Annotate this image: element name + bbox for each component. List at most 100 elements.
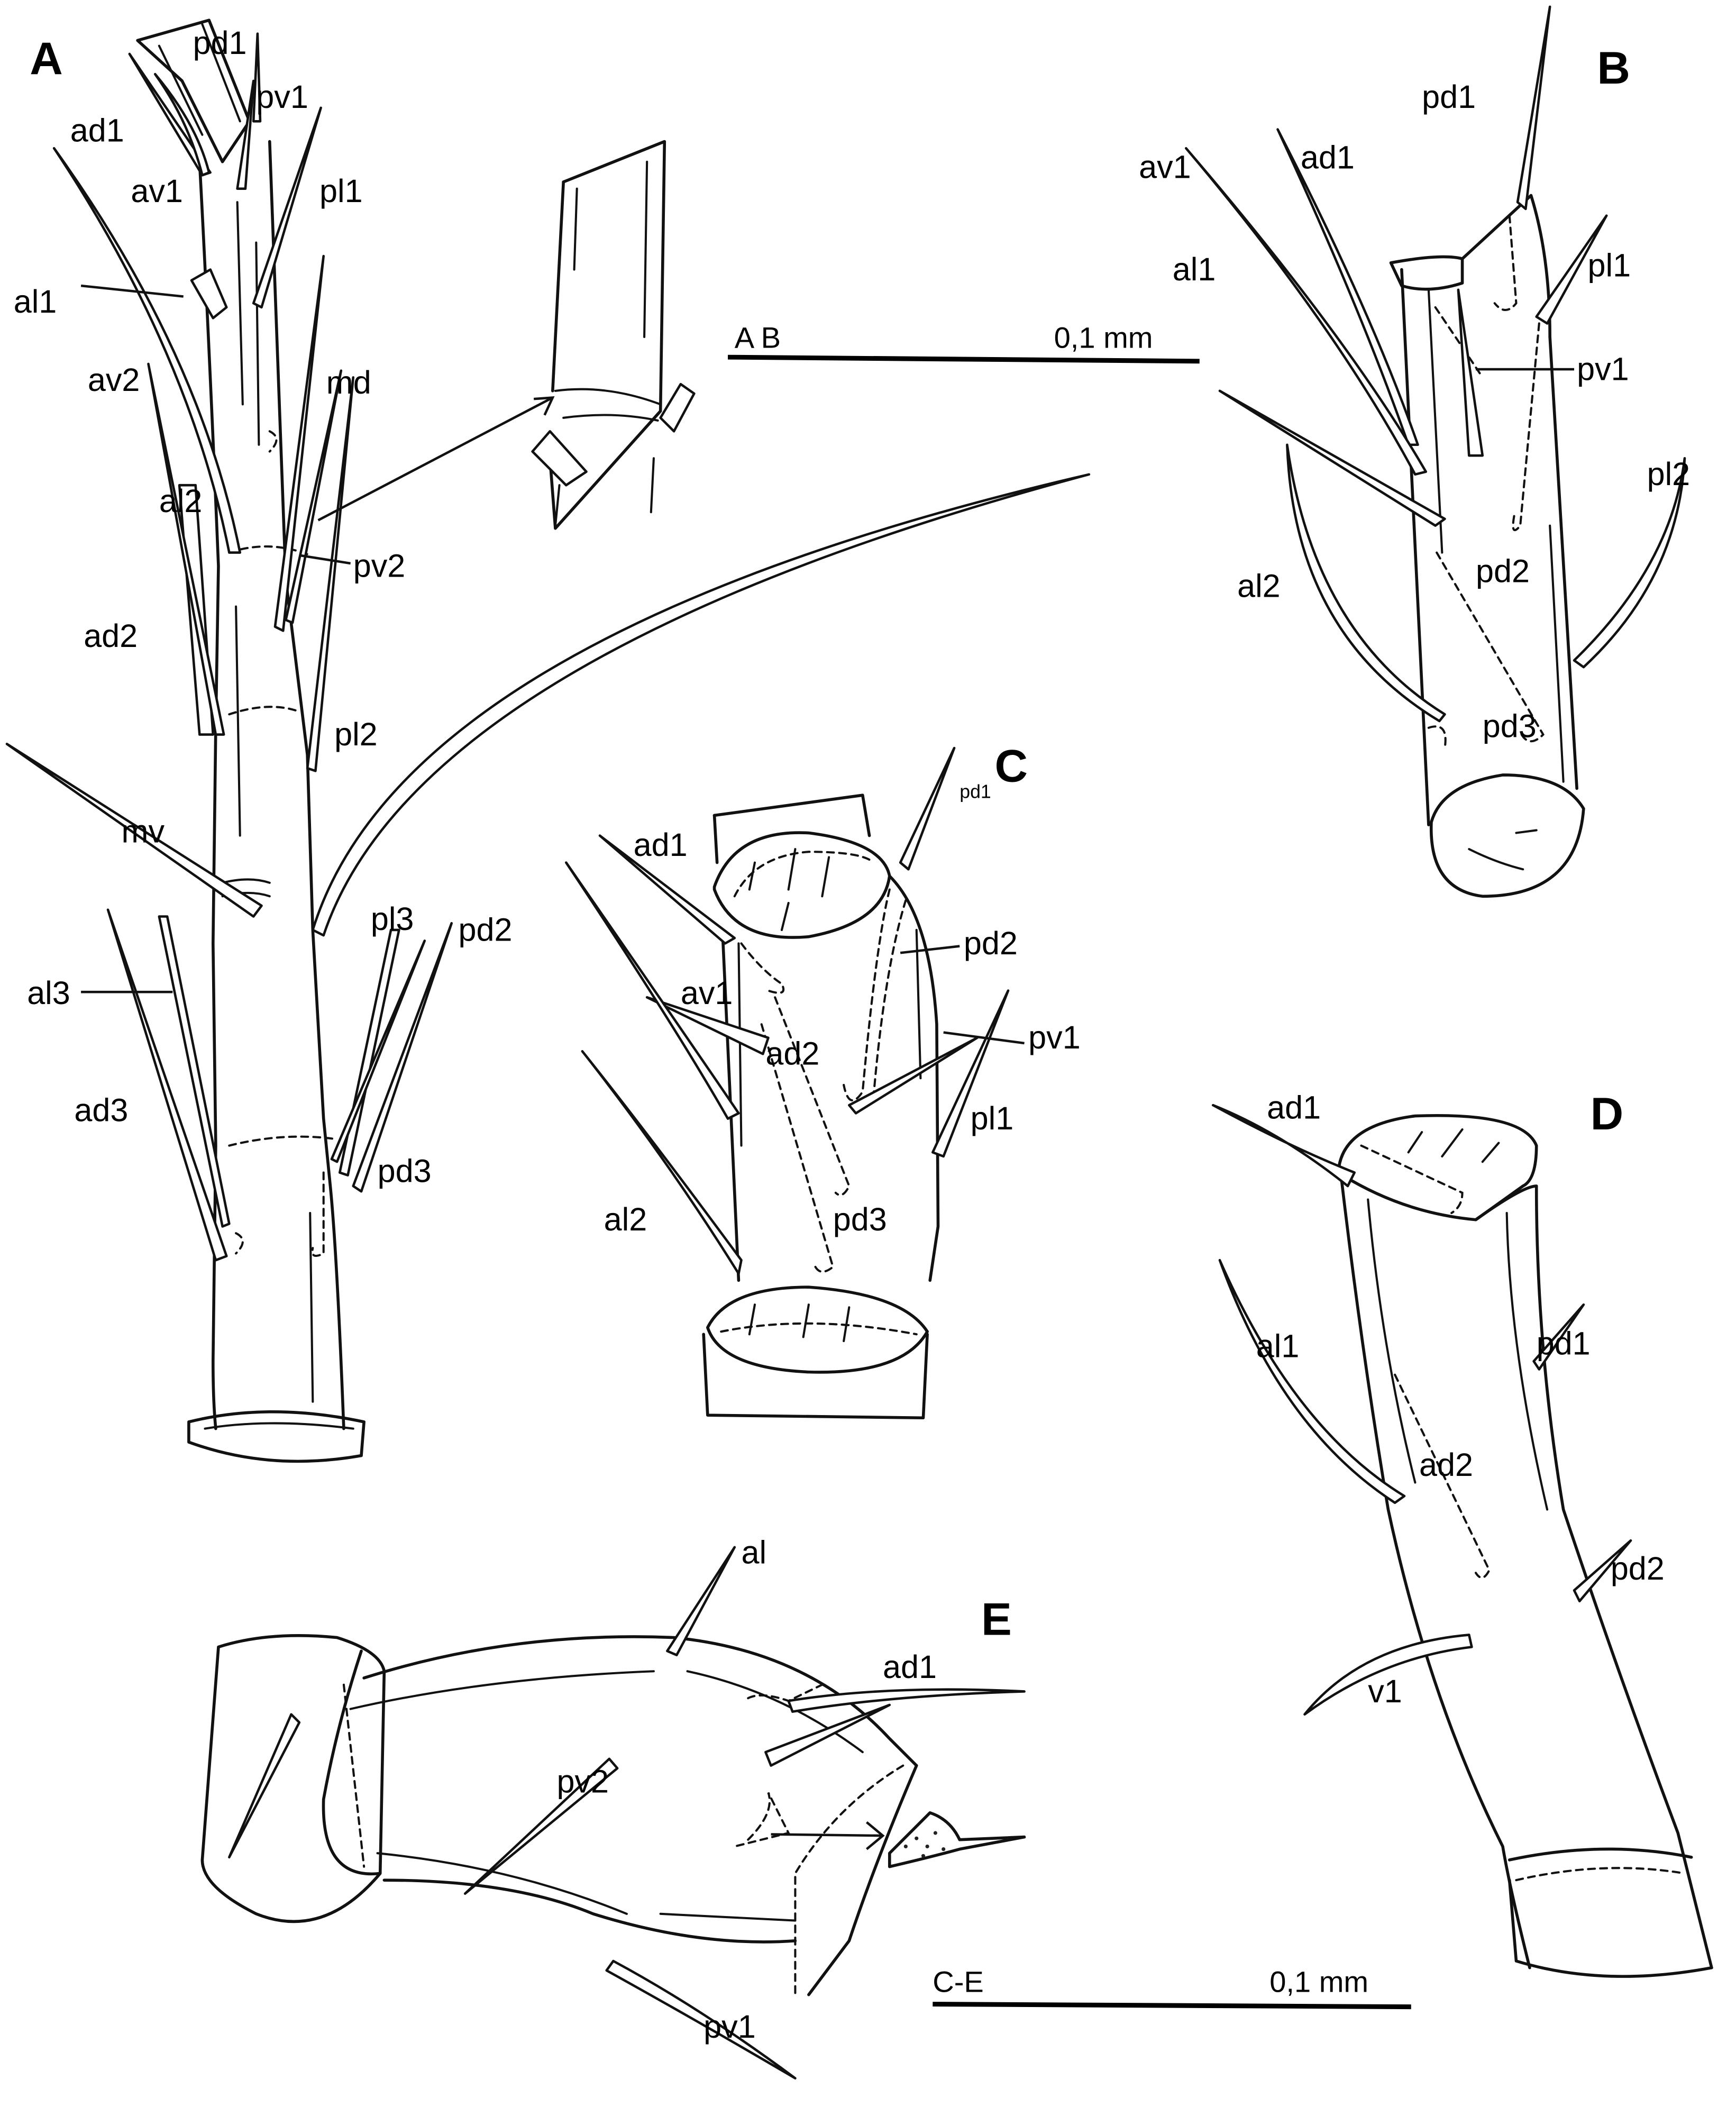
label-c-pd2: pd2 [964,925,1018,961]
setae-b [1184,5,1686,723]
spine-detail-e [771,1811,1026,1868]
seta-pv1-e [605,1959,797,2079]
label-e-ad1: ad1 [883,1649,937,1685]
label-a-al2: al2 [159,483,203,519]
label-e-al: al [742,1534,767,1570]
seta-al3-a [158,915,231,1228]
label-d-ad1: ad1 [1267,1090,1321,1126]
label-c-pd1: pd1 [960,781,991,802]
label-e-pv2: pv2 [556,1764,609,1800]
leg-shaft-a [187,140,366,1463]
seta-pv2-e [463,1757,619,1895]
label-a-ad1: ad1 [70,113,124,149]
label-a-av2: av2 [88,362,140,398]
setae-a [5,32,1091,1262]
leg-segment-b [1389,194,1585,898]
seta-ad1-d [1211,1103,1356,1188]
seta-al-e [666,1546,736,1656]
label-a-av1: av1 [131,173,183,209]
seta-pl3b-a [330,940,426,1163]
seta-ad1b-e [764,1703,891,1767]
scale-bar-ce-panels: C-E [933,1965,984,1999]
seta-pd2-d [1573,1539,1632,1603]
label-b-av1: av1 [1139,149,1191,185]
panel-label-a: A [30,33,63,84]
label-b-pl1: pl1 [1588,247,1631,283]
label-b-ad1: ad1 [1301,139,1355,175]
labels-b: pd1 av1 ad1 al1 pl1 pv1 pl2 al2 pd2 pd3 [1139,79,1690,744]
label-b-al2: al2 [1237,568,1281,604]
leader-a-pv2 [299,554,351,565]
label-e-pv1: pv1 [703,2009,756,2045]
panel-label-d: D [1591,1089,1624,1139]
panel-label-e: E [981,1594,1012,1645]
seta-pd1-b [1516,5,1551,211]
label-b-pd2: pd2 [1476,553,1530,589]
panel-d: D ad1 al1 pd1 a [1211,1089,1713,1978]
label-d-v1: v1 [1368,1673,1402,1709]
inset-arrow [317,396,553,522]
seta-al2-b [1286,443,1446,723]
label-a-md: md [326,364,371,400]
labels-a: pd1 pv1 ad1 av1 pl1 al1 av2 md al2 pv2 a… [14,25,513,1189]
seta-pl2-b [1573,457,1686,669]
label-a-pl3: pl3 [371,901,414,937]
seta-pl1-a [252,106,322,309]
seta-md-a [285,369,343,624]
label-b-pl2: pl2 [1647,456,1691,492]
seta-pl2-a [306,376,355,772]
label-c-ad1: ad1 [634,827,688,863]
leg-segment-e [200,1634,918,1996]
label-a-pl2: pl2 [334,716,378,752]
seta-pv2-a [273,254,325,632]
leader-c-pv1 [943,1031,1025,1045]
label-b-pv1: pv1 [1577,351,1629,387]
labels-e: al ad1 pv2 pv1 [556,1534,937,2045]
scale-bar-ab-length: 0,1 mm [1054,321,1153,354]
seta-ad1-e [787,1688,1026,1713]
leg-segment-c [702,794,940,1420]
scale-bar-ce-line [933,2002,1411,2010]
seta-pv1-a [236,79,255,190]
label-c-al2: al2 [604,1201,647,1237]
label-a-pd3: pd3 [378,1153,432,1189]
leader-c-pd2 [900,945,960,954]
label-d-pd2: pd2 [1611,1550,1665,1586]
spine-detail-arrow [771,1833,883,1837]
seta-pd1-a [252,32,262,123]
seta-pl3-a [338,928,400,1176]
scale-bar-ab: A B 0,1 mm [727,321,1200,364]
seta-pv1-b [1457,288,1484,457]
label-a-pd1: pd1 [193,25,247,61]
label-c-ad2: ad2 [765,1036,819,1072]
seta-inner-e [228,1713,301,1859]
seta-ad2-c [565,861,740,1120]
scale-bar-ab-panels: A B [735,321,781,354]
panel-a: A [5,19,1200,1463]
seta-al1-b [1218,389,1446,527]
seta-ad1-b [1276,128,1419,446]
segment-top-fragment [136,19,251,163]
leg-segment-d [1337,1114,1713,1978]
seta-av1-a [153,72,211,177]
seta-al1-a [190,268,228,320]
label-c-pd3: pd3 [833,1201,887,1237]
label-a-ad3: ad3 [74,1092,128,1128]
scale-bar-ce: C-E 0,1 mm [933,1965,1411,2010]
labels-c: ad1 pd1 pd2 av1 ad2 pv1 pl1 al2 pd3 [604,781,1081,1237]
seta-av2-a [52,147,242,554]
label-a-al1: al1 [14,284,57,320]
panel-label-c: C [994,741,1028,792]
label-a-al3: al3 [27,975,70,1011]
setae-e [228,1546,1026,2079]
setae-c [565,746,1010,1275]
label-b-pd3: pd3 [1483,708,1537,744]
label-a-ad2: ad2 [84,618,138,654]
label-a-pd2: pd2 [458,911,512,947]
label-a-pl1: pl1 [319,173,363,209]
label-d-pd1: pd1 [1537,1326,1591,1362]
seta-ad3-a [106,908,228,1262]
label-a-pv2: pv2 [353,548,406,583]
seta-pd2-a [312,473,1091,937]
panel-c: C [565,741,1081,1420]
